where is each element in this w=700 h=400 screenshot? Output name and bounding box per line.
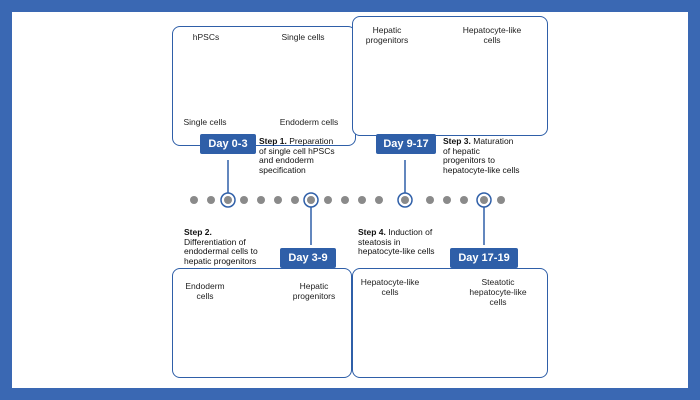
timeline-dot (358, 196, 366, 204)
timeline-dot (460, 196, 468, 204)
timeline-dot (240, 196, 248, 204)
label-hepatocyte-like-cells-2: Hepatocyte-like cells (360, 277, 420, 297)
timeline-dot (341, 196, 349, 204)
step-1-title: Step 1. (259, 136, 287, 146)
label-hpscs: hPSCs (192, 32, 220, 42)
panel-hpscs-to-endoderm (172, 26, 356, 146)
timeline-dot (443, 196, 451, 204)
label-endoderm-cells-2: Endoderm cells (185, 281, 225, 301)
step-2-description: Step 2. Differentiation of endodermal ce… (184, 227, 280, 266)
timeline-marker-day-3-9 (303, 192, 319, 208)
day-badge-0-3: Day 0-3 (200, 134, 256, 154)
step-4-title: Step 4. (358, 227, 386, 237)
timeline-dot (257, 196, 265, 204)
day-badge-17-19: Day 17-19 (450, 248, 518, 268)
label-single-cells-top: Single cells (281, 32, 325, 42)
label-single-cells-bottom: Single cells (183, 117, 227, 127)
panel-progenitors-to-hepatocytes (352, 16, 548, 136)
label-steatotic-cells: Steatotic hepatocyte-like cells (469, 277, 527, 307)
step-3-text: Maturation of hepatic progenitors to hep… (443, 136, 520, 175)
step-2-text: Differentiation of endodermal cells to h… (184, 236, 258, 266)
timeline-dot (426, 196, 434, 204)
timeline-dot (207, 196, 215, 204)
step-3-description: Step 3. Maturation of hepatic progenitor… (443, 136, 553, 175)
day-badge-3-9: Day 3-9 (280, 248, 336, 268)
step-2-title: Step 2. (184, 227, 212, 237)
timeline-marker-day-0-3 (220, 192, 236, 208)
timeline-marker-day-9-17 (397, 192, 413, 208)
timeline-dot (324, 196, 332, 204)
step-1-text: Preparation of single cell hPSCs and end… (259, 136, 335, 175)
panel-endoderm-to-progenitors (172, 268, 352, 378)
timeline (190, 160, 505, 245)
timeline-dot (497, 196, 505, 204)
label-endoderm-cells: Endoderm cells (279, 117, 339, 127)
timeline-marker-day-17-19 (476, 192, 492, 208)
label-hepatic-progenitors-2: Hepatic progenitors (292, 281, 336, 301)
timeline-dot (274, 196, 282, 204)
step-4-text: Induction of steatosis in hepatocyte-lik… (358, 227, 435, 257)
timeline-dot (291, 196, 299, 204)
diagram-canvas: hPSCs Single cells Single cells Endoderm… (12, 12, 688, 388)
label-hepatocyte-like-cells: Hepatocyte-like cells (462, 25, 522, 45)
timeline-dot (375, 196, 383, 204)
step-4-description: Step 4. Induction of steatosis in hepato… (358, 227, 452, 257)
day-badge-9-17: Day 9-17 (376, 134, 436, 154)
label-hepatic-progenitors: Hepatic progenitors (365, 25, 409, 45)
step-1-description: Step 1. Preparation of single cell hPSCs… (259, 136, 355, 175)
step-3-title: Step 3. (443, 136, 471, 146)
timeline-dot (190, 196, 198, 204)
panel-hepatocytes-to-steatotic (352, 268, 548, 378)
